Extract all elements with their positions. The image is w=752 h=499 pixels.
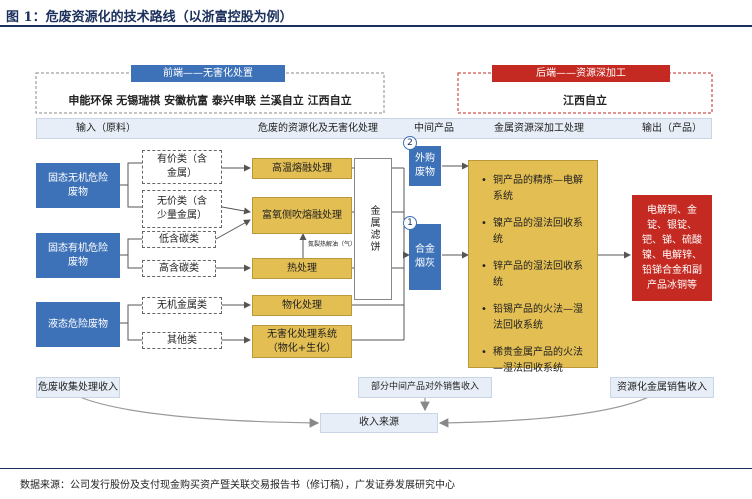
revenue-waste-collection: 危废收集处理收入	[36, 377, 120, 398]
footer-rule	[0, 468, 752, 469]
stage-treatment: 危废的资源化及无害化处理	[258, 122, 378, 134]
process-harmless-system: 无害化处理系统（物化+生化）	[252, 325, 352, 358]
metal-filter-cake-bracket: 金属滤饼	[354, 158, 392, 300]
category-valuable: 有价类（含金属）	[142, 150, 222, 184]
input-solid-organic: 固态有机危险废物	[36, 233, 120, 278]
process-physicochemical: 物化处理	[252, 295, 352, 316]
metal-filter-cake-label: 金属滤饼	[368, 205, 379, 253]
purchased-waste: 外购废物	[409, 146, 441, 186]
marker-1: 1	[403, 216, 417, 230]
deep-processing-panel: 铜产品的精炼—电解系统 镍产品的湿法回收系统 锌产品的湿法回收系统 铅锡产品的火…	[468, 160, 598, 374]
category-low-carbon: 低含碳类	[142, 231, 216, 248]
process-heat-treatment: 热处理	[252, 258, 352, 279]
category-nonvaluable: 无价类（含少量金属）	[142, 190, 222, 228]
process-high-temp-melting: 高温熔融处理	[252, 158, 352, 179]
deep-item-nickel: 镍产品的湿法回收系统	[479, 216, 589, 247]
deep-item-zinc: 锌产品的湿法回收系统	[479, 259, 589, 290]
category-inorganic-metal: 无机金属类	[142, 297, 222, 314]
deep-item-lead-tin: 铅锡产品的火法—湿法回收系统	[479, 302, 589, 333]
category-other: 其他类	[142, 332, 222, 349]
deep-item-copper: 铜产品的精炼—电解系统	[479, 173, 589, 204]
stage-intermediate: 中间产品	[414, 122, 454, 134]
frontend-companies: 申能环保 无锡瑞祺 安徽杭富 泰兴申联 兰溪自立 江西自立	[68, 94, 352, 107]
backend-companies: 江西自立	[563, 94, 607, 107]
data-source: 数据来源：公司发行股份及支付现金购买资产暨关联交易报告书（修订稿），广发证券发展…	[20, 480, 455, 491]
revenue-intermediate-sales: 部分中间产品对外销售收入	[358, 377, 492, 398]
alloy-ash: 合金烟灰	[409, 224, 441, 290]
deep-item-precious-metals: 稀贵金属产品的火法—湿法回收系统	[479, 345, 589, 376]
process-oxygen-side-blow: 富氧侧吹熔融处理	[252, 197, 352, 234]
stage-output: 输出（产品）	[642, 122, 702, 134]
backend-header: 后端——资源深加工	[492, 65, 670, 82]
figure-title: 图 1：危废资源化的技术路线（以浙富控股为例）	[6, 10, 293, 25]
output-products: 电解铜、金锭、银锭、钯、锑、硫酸镍、电解锌、铅锑合金和副产品冰铜等	[632, 195, 712, 301]
input-liquid: 液态危险废物	[36, 302, 120, 347]
stage-input: 输入（原料）	[76, 122, 136, 134]
pyrolysis-oil-label: 氮裂热解油（气）	[307, 241, 356, 249]
revenue-sources: 收入来源	[320, 413, 438, 433]
revenue-metal-sales: 资源化金属销售收入	[610, 377, 714, 398]
category-high-carbon: 高含碳类	[142, 260, 216, 277]
title-rule	[0, 25, 752, 27]
stage-deep-processing: 金属资源深加工处理	[494, 122, 584, 134]
input-solid-inorganic: 固态无机危险废物	[36, 163, 120, 208]
frontend-header: 前端——无害化处置	[131, 65, 285, 82]
stage-band	[36, 118, 712, 139]
marker-2: 2	[403, 136, 417, 150]
